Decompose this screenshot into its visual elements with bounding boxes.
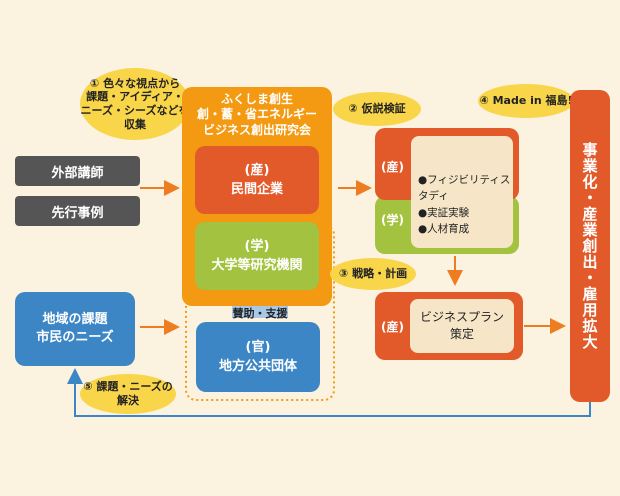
industry-box: (産) 民間企業 [195,146,319,214]
bubble-resolve-line2: 解決 [117,394,139,407]
bubble-collect: ① 色々な視点から 課題・アイディア・ ニーズ・シーズなどを 収集 [80,68,190,140]
government-box: (官) 地方公共団体 [196,322,320,392]
dotted-enclosure [185,224,335,401]
arrow-feedback-loop [67,368,591,417]
verify-item-demo: ●実証実験 [418,206,470,219]
industry-label: 民間企業 [230,182,283,197]
bubble-resolve-line1: ⑤ 課題・ニーズの [83,380,173,394]
verify-item-training: ●人材育成 [418,222,470,235]
support-label: 賛助・支援 [232,307,288,320]
verify-item-feasibility: ●フィジビリティスタディ [418,174,511,203]
verify-academia-tag: (学) [381,213,404,227]
regional-issues-line2: 市民のニーズ [36,330,114,345]
bubble-collect-line4: 収集 [124,117,146,131]
academia-tag: (学) [244,238,270,254]
industry-tag: (産) [244,162,270,178]
verify-content-panel [411,136,513,248]
academia-box: (学) 大学等研究機関 [195,222,319,290]
title-line2: 創・蓄・省エネルギー [196,107,317,122]
title-line3: ビジネス創出研究会 [202,122,311,137]
bubble-collect-line1: ① 色々な視点から [89,76,181,90]
government-tag: (官) [245,339,271,355]
regional-issues-line1: 地域の課題 [42,312,108,328]
plan-line2: 策定 [449,327,474,341]
government-label: 地方公共団体 [218,359,297,374]
academia-label: 大学等研究機関 [211,258,303,273]
prior-cases-box: 先行事例 [15,196,140,226]
verify-industry-tag: (産) [381,160,404,174]
bubble-strategy: ③ 戦略・計画 [330,258,416,290]
external-lecturers-box: 外部講師 [15,156,140,186]
title-line1: ふくしま創生 [220,91,293,106]
verify-items: ●フィジビリティスタディ ●実証実験 ●人材育成 [418,172,513,237]
plan-content-panel: ビジネスプラン 策定 [410,299,514,353]
bubble-hypothesis: ② 仮説検証 [333,92,421,126]
bubble-resolve: ⑤ 課題・ニーズの 解決 [80,374,176,414]
plan-line1: ビジネスプラン [419,310,504,325]
regional-issues-box: 地域の課題 市民のニーズ [15,292,135,366]
bubble-collect-line2: 課題・アイディア・ [86,90,184,104]
commercialization-text: 事業化・産業創出・雇用拡大 [580,142,599,350]
research-group-title: ふくしま創生 創・蓄・省エネルギー ビジネス創出研究会 [182,90,332,140]
bubble-collect-line3: ニーズ・シーズなどを [80,104,190,117]
plan-tag: (産) [381,320,404,334]
bubble-made-in-fukushima: ④ Made in 福島! [478,84,574,118]
commercialization-bar [570,90,610,402]
